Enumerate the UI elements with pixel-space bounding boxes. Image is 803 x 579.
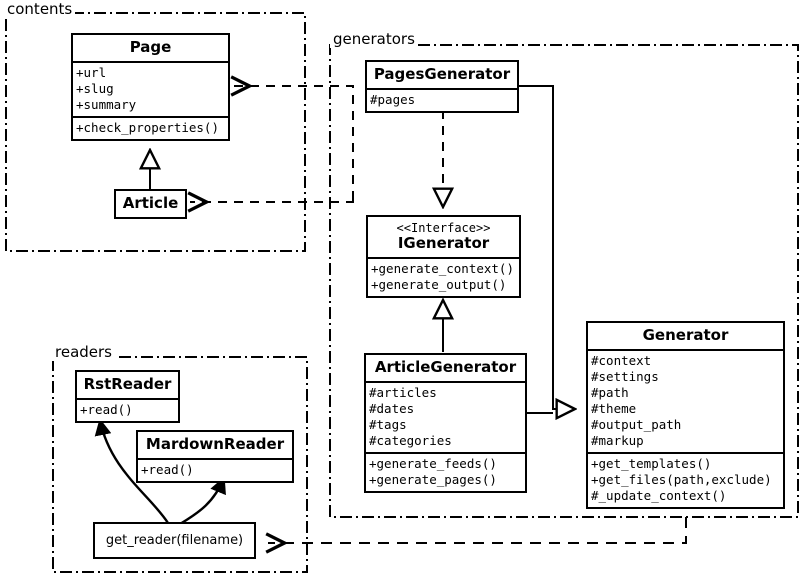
class-name-mardownreader: MardownReader [145, 435, 285, 453]
package-boundary-generators [329, 44, 799, 518]
class-name-articlegenerator: ArticleGenerator [374, 358, 517, 376]
attribute-settings: #settings [591, 368, 659, 384]
class-box-generator[interactable]: Generator #context #settings #path #them… [586, 321, 785, 509]
class-methods-page: +check_properties() [73, 115, 228, 139]
class-box-article[interactable]: Article [114, 189, 187, 219]
function-box-get-reader[interactable]: get_reader(filename) [93, 522, 256, 559]
dependency-generator-to-getreader [268, 517, 687, 543]
class-box-articlegenerator[interactable]: ArticleGenerator #articles #dates #tags … [364, 353, 527, 493]
attribute-context: #context [591, 352, 652, 368]
returns-getreader-to-rstreader [94, 418, 170, 524]
class-attributes-pagesgenerator: #pages [367, 87, 517, 111]
class-stereotype-igenerator: <<Interface>> [396, 221, 491, 235]
attribute-dates: #dates [369, 400, 415, 416]
package-boundary-contents [5, 12, 306, 252]
class-name-igenerator: <<Interface>> IGenerator [368, 217, 519, 257]
dependency-rail-generators [233, 86, 354, 200]
method-get-files: +get_files(path,exclude) [591, 471, 772, 487]
class-box-page[interactable]: Page +url +slug +summary +check_properti… [71, 33, 230, 141]
package-label-contents: contents [4, 0, 76, 18]
class-title-igenerator: IGenerator [397, 234, 490, 253]
class-attributes-page: +url +slug +summary [73, 60, 228, 116]
class-methods-generator: +get_templates() +get_files(path,exclude… [588, 451, 783, 507]
class-box-mardownreader[interactable]: MardownReader +read() [136, 430, 294, 483]
attribute-path: #path [591, 384, 629, 400]
returns-getreader-to-mardownreader [179, 476, 226, 526]
attribute-url: +url [76, 64, 107, 80]
method-generate-context: +generate_context() [371, 261, 514, 277]
method-read-markdown: +read() [141, 461, 194, 477]
package-label-readers: readers [52, 343, 115, 361]
attribute-markup: #markup [591, 432, 644, 448]
class-attributes-generator: #context #settings #path #theme #output_… [588, 348, 783, 452]
method-generate-output: +generate_output() [371, 277, 507, 293]
class-methods-mardownreader: +read() [138, 457, 292, 481]
package-boundary-readers [52, 356, 308, 573]
attribute-categories: #categories [369, 432, 452, 448]
attribute-pages: #pages [370, 91, 416, 107]
attribute-summary: +summary [76, 96, 137, 112]
class-box-pagesgenerator[interactable]: PagesGenerator #pages [365, 60, 519, 113]
method-update-context: #_update_context() [591, 487, 727, 503]
class-name-generator: Generator [642, 326, 729, 344]
method-generate-feeds: +generate_feeds() [369, 455, 497, 471]
attribute-output-path: #output_path [591, 416, 682, 432]
class-name-article: Article [122, 194, 179, 212]
function-name-get-reader: get_reader(filename) [105, 533, 244, 548]
method-generate-pages: +generate_pages() [369, 471, 497, 487]
class-methods-rstreader: +read() [77, 397, 178, 421]
class-name-rstreader: RstReader [83, 375, 172, 393]
attribute-slug: +slug [76, 80, 114, 96]
class-name-pagesgenerator: PagesGenerator [373, 65, 511, 83]
method-read-rst: +read() [80, 401, 133, 417]
class-name-page: Page [129, 38, 172, 56]
method-get-templates: +get_templates() [591, 455, 712, 471]
package-label-generators: generators [330, 30, 418, 48]
attribute-articles: #articles [369, 384, 437, 400]
attribute-tags: #tags [369, 416, 407, 432]
class-box-igenerator[interactable]: <<Interface>> IGenerator +generate_conte… [366, 215, 521, 299]
dependency-rail-article [190, 200, 354, 202]
attribute-theme: #theme [591, 400, 637, 416]
generalization-pagesgenerator-to-generator [519, 85, 575, 409]
method-check-properties: +check_properties() [76, 119, 219, 135]
class-box-rstreader[interactable]: RstReader +read() [75, 370, 180, 423]
class-methods-igenerator: +generate_context() +generate_output() [368, 257, 519, 296]
class-attributes-articlegenerator: #articles #dates #tags #categories [366, 380, 525, 452]
class-methods-articlegenerator: +generate_feeds() +generate_pages() [366, 451, 525, 491]
